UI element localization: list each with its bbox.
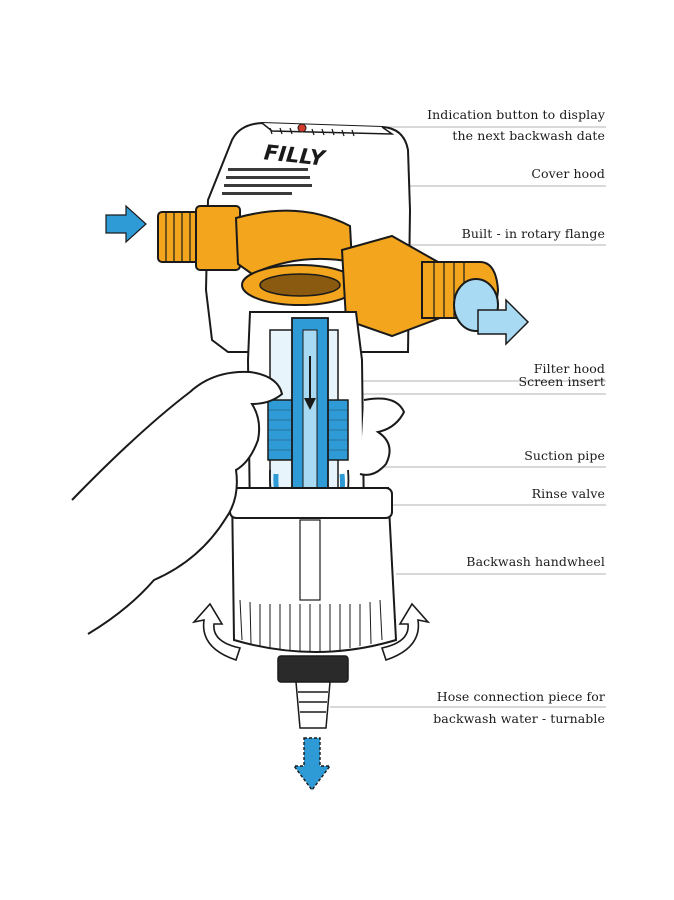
- backwash-handwheel: [229, 487, 398, 653]
- label-backwash-handwheel: Backwash handwheel: [466, 554, 605, 569]
- rotate-right-arrow: [380, 602, 431, 662]
- label-hose-connection-line2: backwash water - turnable: [433, 711, 605, 726]
- outlet-fitting: [340, 234, 500, 338]
- label-rotary-flange: Built - in rotary flange: [461, 226, 605, 241]
- label-hose-connection-line1: Hose connection piece for: [436, 689, 605, 704]
- label-indication-button-line1: Indication button to display: [427, 107, 605, 122]
- label-suction-pipe: Suction pipe: [524, 448, 605, 463]
- indication-button: [297, 123, 307, 133]
- label-rinse-valve: Rinse valve: [531, 486, 605, 501]
- outflow-arrow: [477, 298, 530, 346]
- hose-connection: [277, 655, 349, 729]
- right-hand-fingers: [359, 397, 406, 476]
- label-indication-button-line2: the next backwash date: [452, 128, 605, 143]
- label-filter-hood: Filter hood: [533, 361, 605, 376]
- drain-arrow: [292, 737, 332, 792]
- rotary-flange: [234, 209, 359, 306]
- label-cover-hood: Cover hood: [531, 166, 605, 181]
- instruction-print: [222, 168, 312, 195]
- label-screen-insert: Screen insert: [518, 374, 605, 389]
- left-hand: [71, 370, 284, 635]
- inlet-fitting: [157, 205, 241, 271]
- rotate-left-arrow: [191, 602, 242, 662]
- inflow-arrow: [105, 204, 147, 244]
